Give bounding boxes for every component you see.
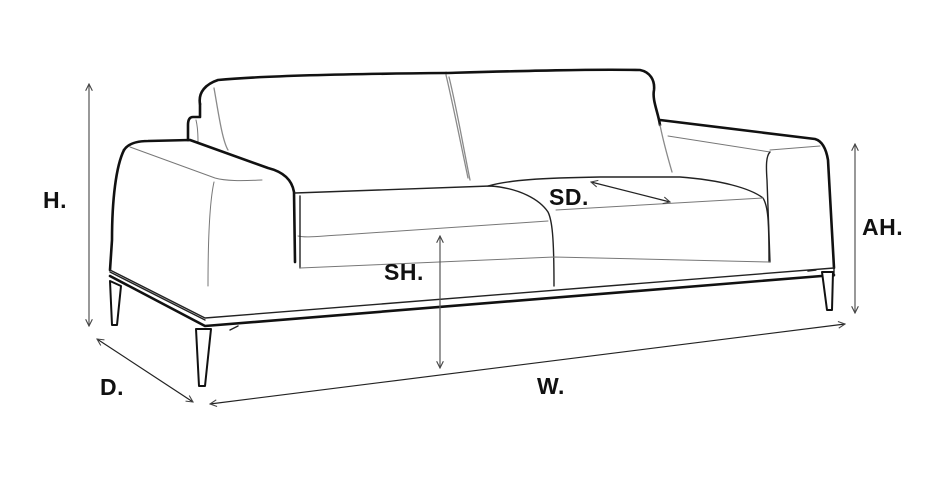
height-label: H.	[43, 187, 67, 213]
width-label: W.	[537, 373, 565, 399]
leg-back-left	[109, 280, 122, 326]
seat-depth-label: SD.	[549, 184, 589, 210]
width-dimension-line	[210, 324, 845, 404]
leg-front-right	[821, 271, 834, 311]
seat-cushion-right	[487, 176, 770, 263]
seat-depth-dimension-line	[591, 182, 670, 202]
sofa-legs	[109, 271, 834, 387]
arm-height-label: AH.	[862, 214, 904, 240]
depth-label: D.	[100, 374, 124, 400]
sofa-base-frame	[108, 256, 836, 331]
seat-cushion-left	[294, 185, 555, 287]
left-arm	[108, 138, 297, 321]
leg-front-left	[195, 328, 212, 387]
dimension-lines	[89, 84, 855, 404]
back-cushion-left	[186, 71, 448, 151]
seat-height-label: SH.	[384, 259, 424, 285]
right-arm	[658, 118, 836, 270]
back-cushion-right	[444, 68, 673, 181]
depth-dimension-line	[97, 339, 193, 402]
